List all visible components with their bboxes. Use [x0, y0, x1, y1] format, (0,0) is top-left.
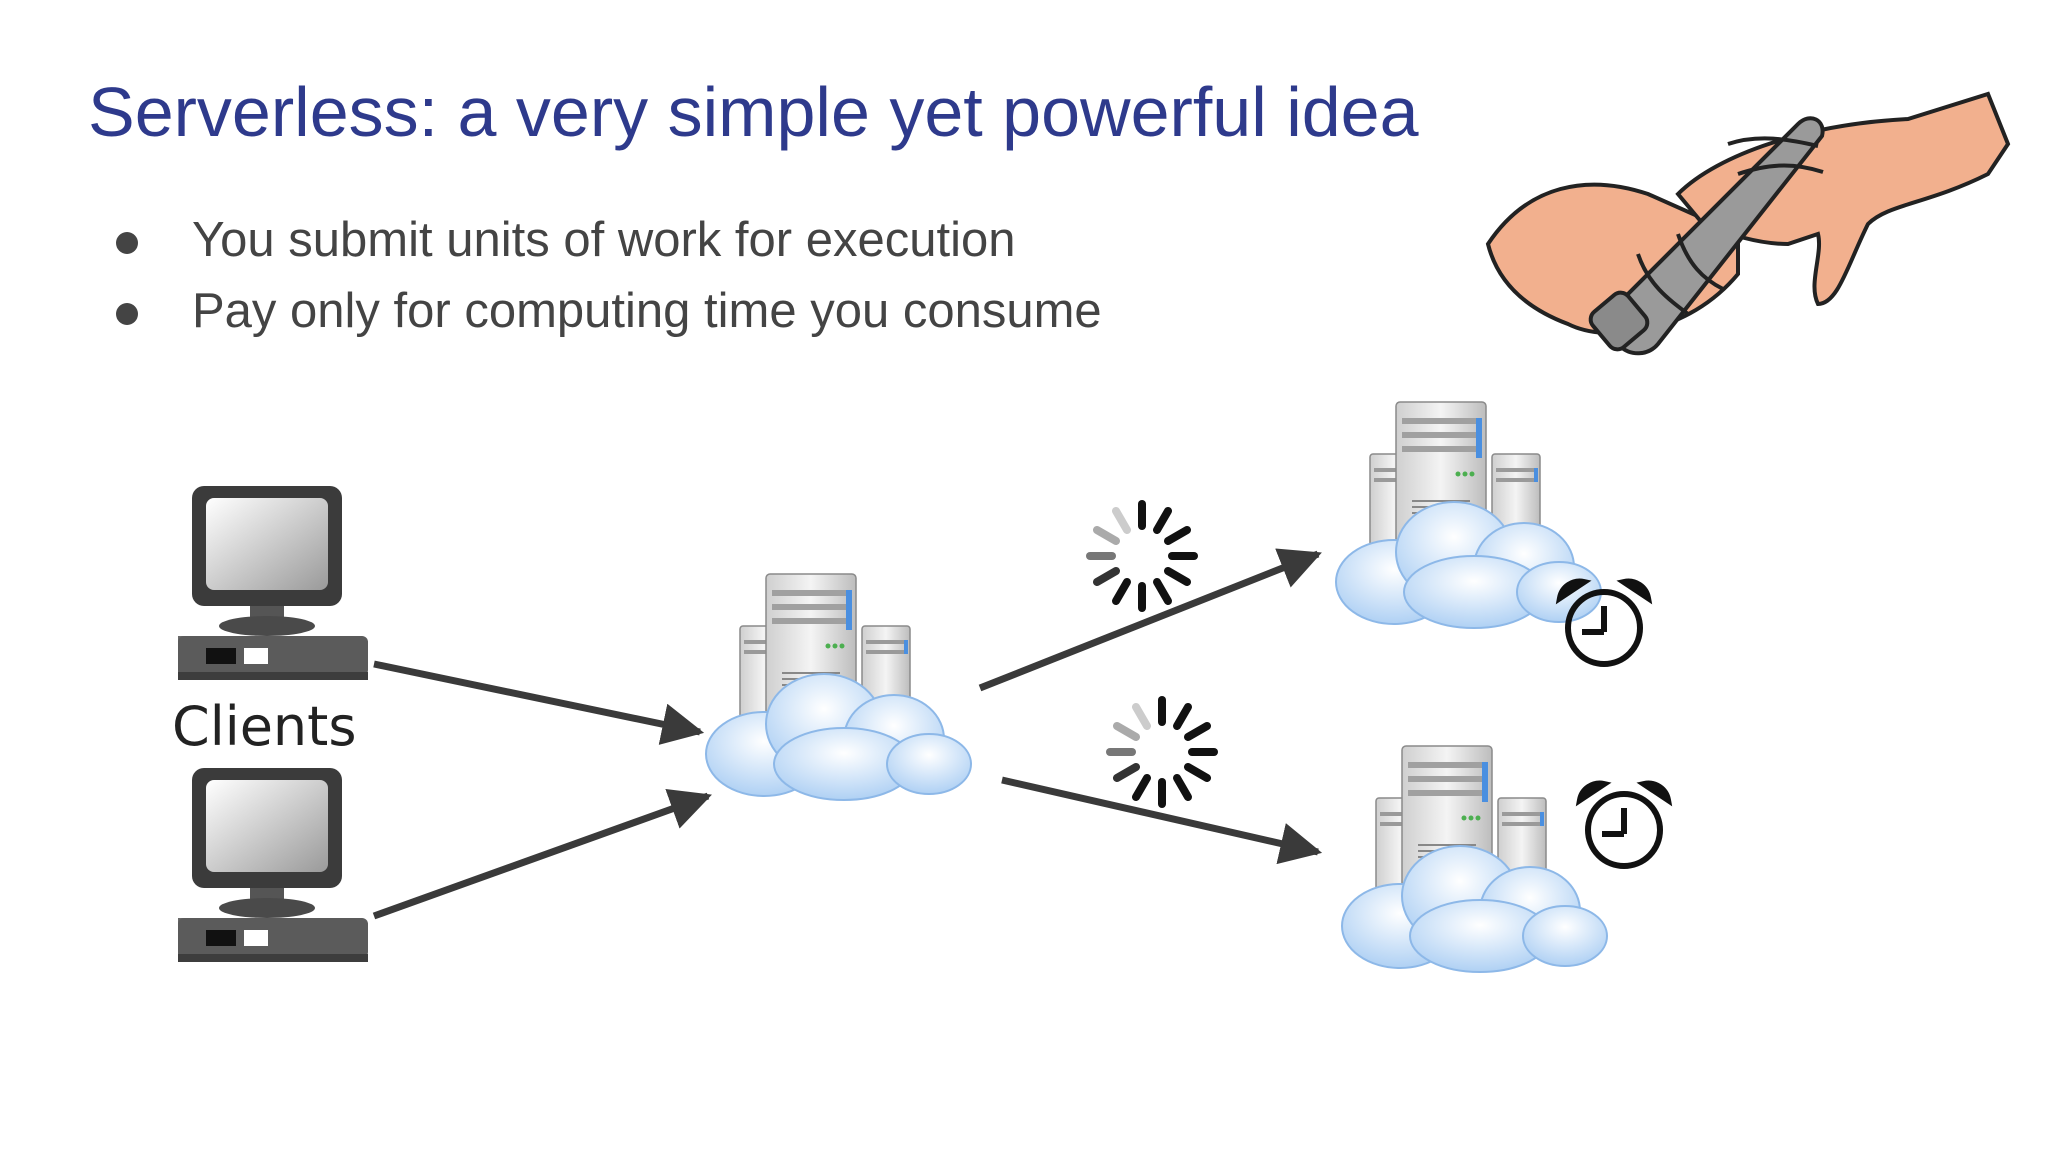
- bullet-list: You submit units of work for execution P…: [112, 205, 1102, 347]
- arrow: [372, 789, 712, 920]
- arrow: [1001, 776, 1323, 865]
- computer-icon: [178, 768, 368, 962]
- cloud-server-icon: [706, 574, 971, 800]
- bullet-dot: [116, 232, 138, 254]
- computer-icon: [178, 486, 368, 680]
- loading-spinner-icon: [1110, 700, 1214, 804]
- alarm-clock-icon: [1580, 784, 1668, 866]
- clients-label: Clients: [172, 695, 356, 758]
- arrow: [978, 548, 1322, 692]
- bullet-item: Pay only for computing time you consume: [112, 276, 1102, 347]
- bullet-text: You submit units of work for execution: [192, 213, 1016, 267]
- arrow: [373, 660, 705, 745]
- loading-spinner-icon: [1090, 504, 1194, 608]
- bullet-item: You submit units of work for execution: [112, 205, 1102, 276]
- bullet-text: Pay only for computing time you consume: [192, 284, 1102, 338]
- cloud-server-icon: [1342, 746, 1607, 972]
- bullet-dot: [116, 303, 138, 325]
- slide-title: Serverless: a very simple yet powerful i…: [88, 73, 1419, 151]
- hands-timer-illustration: [1485, 91, 2011, 356]
